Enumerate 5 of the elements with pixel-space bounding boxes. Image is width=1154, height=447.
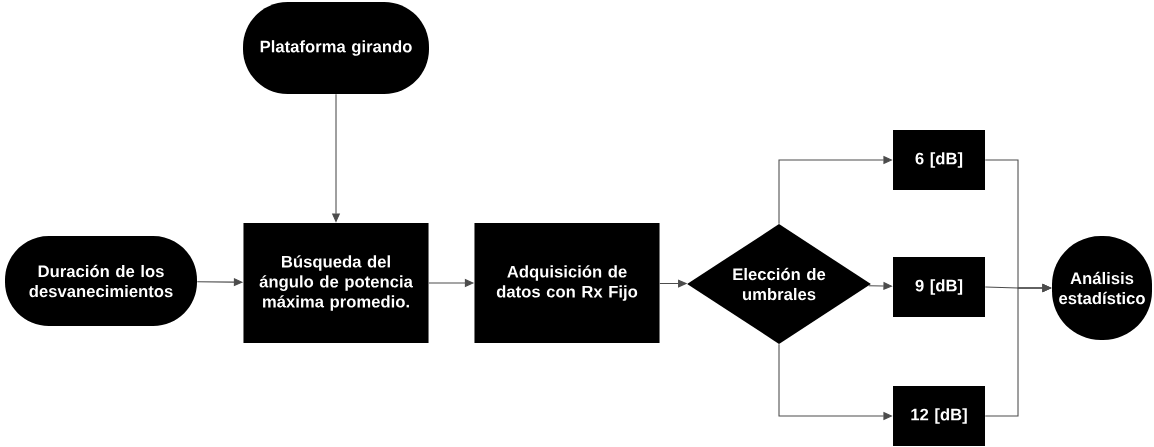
- process-box: Adquisición de datos con Rx Fijo: [474, 223, 660, 343]
- process-box: 9 [dB]: [893, 257, 985, 317]
- process-box: 6 [dB]: [893, 130, 985, 190]
- process-box: Búsqueda del ángulo de potencia máxima promedio.: [243, 223, 429, 343]
- process-box: 12 [dB]: [893, 386, 985, 446]
